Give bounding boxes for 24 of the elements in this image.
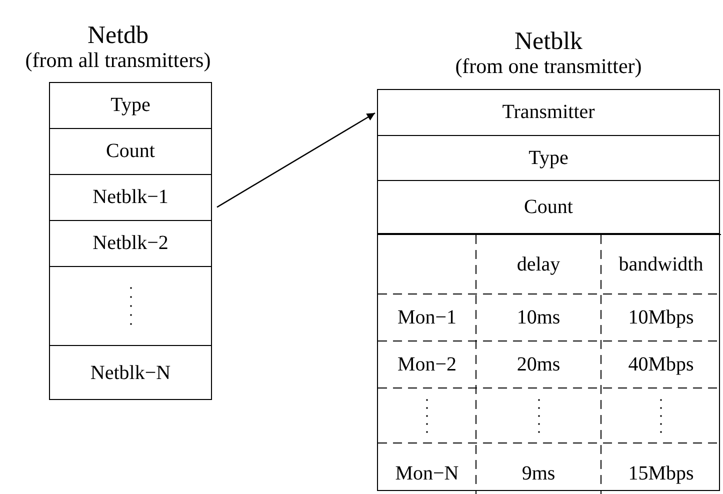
table-cell-text: 10ms (516, 306, 560, 329)
table-subtitle: (from all transmitters) (25, 48, 211, 73)
field-name: Count (106, 140, 155, 163)
arrow (216, 112, 376, 208)
table-title: Netblk (514, 28, 583, 56)
table-subtitle: (from one transmitter) (455, 54, 642, 79)
field-name: Count (524, 196, 573, 218)
table-cell-text: bandwidth (618, 253, 704, 276)
field-name: Transmitter (502, 101, 595, 124)
table-title: Netdb (87, 22, 149, 50)
field-name: Netblk−1 (92, 186, 168, 209)
table-cell-text: Mon−N (395, 462, 459, 485)
field-name: Netblk−N (90, 362, 171, 385)
table-cell-text: Mon−1 (397, 306, 457, 329)
table-cell-text: 9ms (522, 462, 556, 485)
field-name: Netblk−2 (92, 232, 168, 255)
table-cell-text: 10Mbps (628, 306, 694, 329)
table-cell-text: 15Mbps (628, 462, 694, 485)
table-cell-text: 20ms (516, 353, 560, 376)
table-cell-text: 40Mbps (628, 353, 694, 376)
table-cell-text: delay (516, 253, 560, 276)
field-name: Type (528, 146, 568, 170)
table-cell-text: Mon−2 (397, 353, 457, 376)
field-name: Type (110, 94, 150, 117)
